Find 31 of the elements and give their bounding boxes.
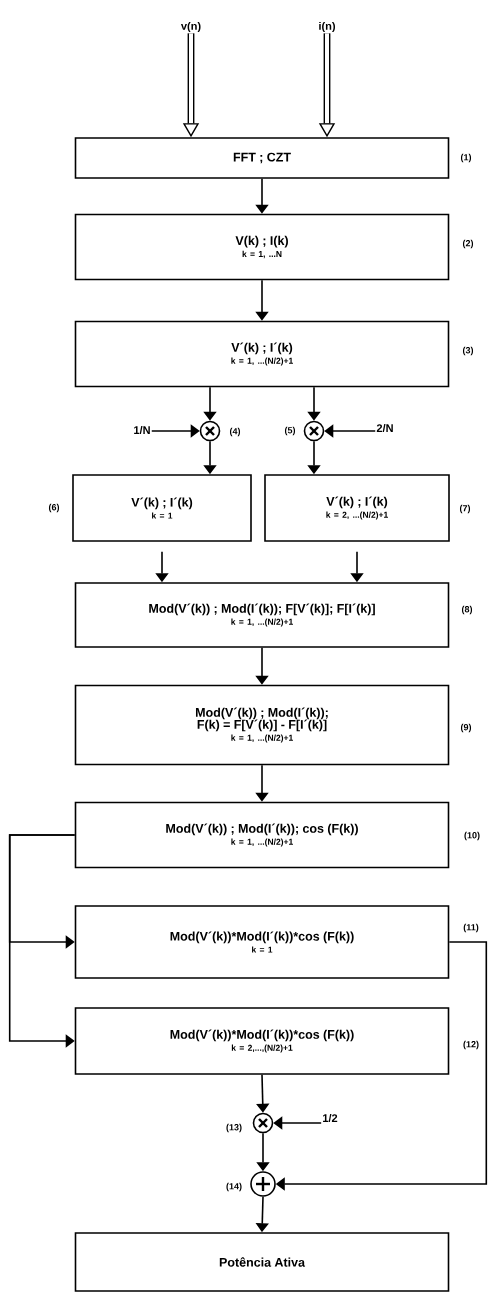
step-number: (11) xyxy=(463,923,479,933)
factor-label: 2/N xyxy=(376,423,393,433)
process-box: V´(k) ; I´(k) k = 2, ...(N/2)+1 xyxy=(264,474,450,542)
step-number: (14) xyxy=(226,1182,242,1192)
step-number: (5) xyxy=(284,426,296,436)
process-box: Mod(V´(k)) ; Mod(I´(k)); F[V´(k)]; F[I´(k)] k = 1, ...(N/2)+1 xyxy=(74,582,450,648)
process-box: V´(k) ; I´(k) k = 1 xyxy=(72,474,252,542)
step-number: (3) xyxy=(462,346,474,356)
step-number: (4) xyxy=(229,427,241,437)
process-box: Mod(V´(k))*Mod(I´(k))*cos (F(k)) k = 2,...,(N/2)+1 xyxy=(74,1007,450,1075)
arrow xyxy=(256,1074,270,1113)
process-box: V(k) ; I(k) k = 1, ...N xyxy=(74,213,450,281)
factor-label: 1/N xyxy=(134,425,150,435)
process-box: V´(k) ; I´(k) k = 1, ...(N/2)+1 xyxy=(74,320,450,388)
step-number: (2) xyxy=(462,239,474,249)
step-number: (10) xyxy=(464,831,480,841)
step-number: (8) xyxy=(461,605,473,615)
process-box: Potência Ativa xyxy=(74,1232,450,1292)
step-number: (1) xyxy=(460,153,472,163)
step-number: (12) xyxy=(463,1040,479,1050)
step-number: (7) xyxy=(459,504,471,514)
process-box: Mod(V´(k))*Mod(I´(k))*cos (F(k)) k = 1 xyxy=(74,905,450,979)
process-box: Mod(V´(k)) ; Mod(I´(k)); F(k) = F[V´(k)] - F[I´(k)] k = 1, ...(N/2)+1 xyxy=(74,684,450,766)
factor-label: 1/2 xyxy=(323,1113,338,1123)
input-label: v(n) xyxy=(180,21,201,33)
input-label: i(n) xyxy=(319,21,335,33)
process-box: Mod(V´(k)) ; Mod(I´(k)); cos (F(k)) k = 1, ...(N/2)+1 xyxy=(74,801,450,869)
step-number: (13) xyxy=(226,1123,242,1133)
step-number: (6) xyxy=(48,503,60,513)
process-box: FFT ; CZT xyxy=(74,137,450,179)
step-number: (9) xyxy=(460,723,472,733)
